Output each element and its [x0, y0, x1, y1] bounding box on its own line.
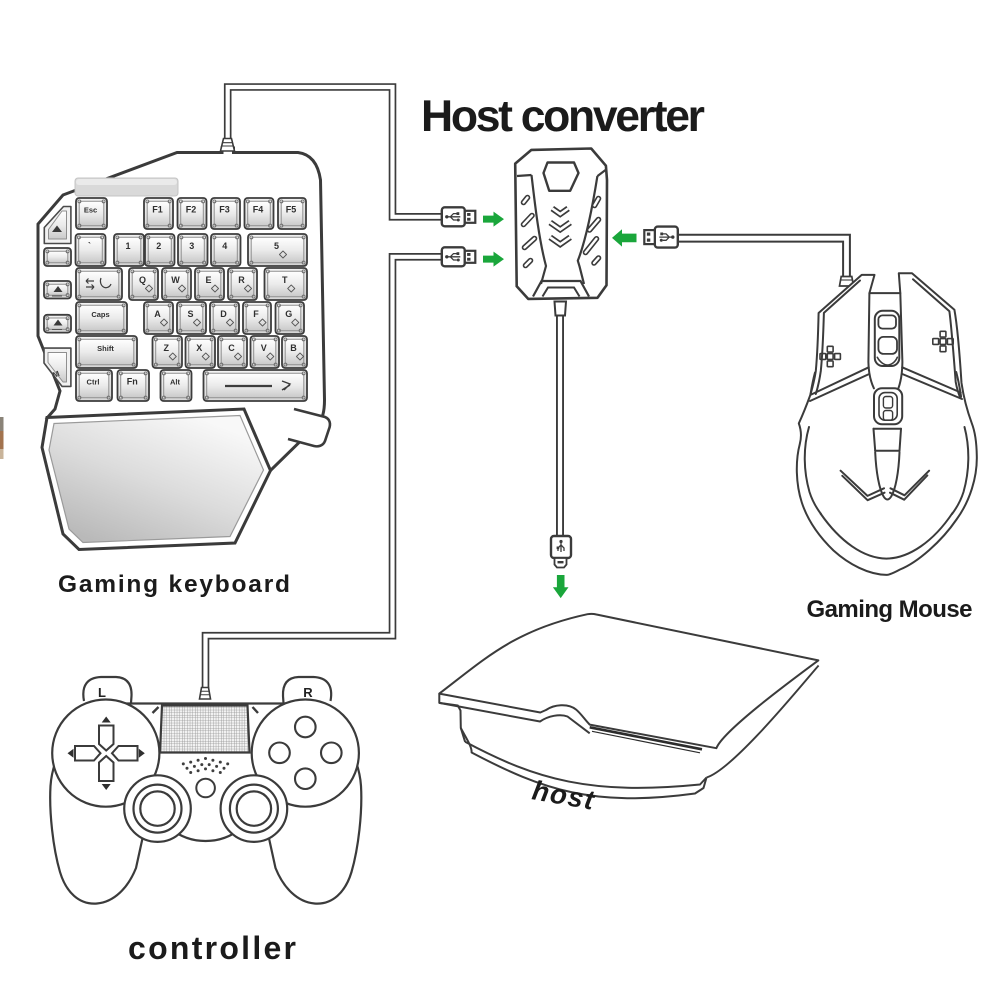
- svg-text:Fn: Fn: [127, 377, 138, 387]
- svg-text:controller: controller: [128, 930, 296, 966]
- svg-text:X: X: [196, 343, 202, 353]
- svg-text:Ctrl: Ctrl: [87, 378, 100, 387]
- svg-text:2: 2: [156, 241, 161, 251]
- svg-text:5: 5: [274, 241, 279, 251]
- svg-text:F4: F4: [253, 205, 264, 215]
- svg-text:Z: Z: [164, 343, 170, 353]
- svg-text:Shift: Shift: [97, 344, 114, 353]
- svg-text:M: M: [51, 369, 61, 380]
- svg-text:4: 4: [222, 241, 227, 251]
- svg-text:Host converter: Host converter: [421, 92, 705, 141]
- svg-text:G: G: [285, 309, 292, 319]
- svg-text:Esc: Esc: [84, 206, 97, 215]
- svg-text:E: E: [205, 275, 211, 285]
- svg-text:F5: F5: [286, 205, 297, 215]
- svg-text:C: C: [228, 343, 235, 353]
- svg-text:B: B: [290, 343, 297, 353]
- svg-text:R: R: [238, 275, 245, 285]
- svg-text:Q: Q: [139, 275, 146, 285]
- svg-text:Alt: Alt: [170, 378, 181, 387]
- svg-text:1: 1: [125, 241, 130, 251]
- svg-text:`: `: [88, 241, 91, 251]
- svg-text:Gaming Mouse: Gaming Mouse: [807, 596, 973, 623]
- svg-text:F1: F1: [152, 205, 163, 215]
- svg-text:F: F: [253, 309, 259, 319]
- svg-text:F3: F3: [219, 205, 230, 215]
- svg-text:A: A: [154, 309, 161, 319]
- svg-text:F2: F2: [186, 205, 197, 215]
- svg-text:T: T: [282, 275, 288, 285]
- svg-text:W: W: [171, 275, 180, 285]
- svg-text:V: V: [261, 343, 267, 353]
- svg-text:S: S: [187, 309, 193, 319]
- svg-text:R: R: [303, 685, 313, 700]
- svg-text:Caps: Caps: [91, 310, 109, 319]
- svg-text:3: 3: [189, 241, 194, 251]
- svg-text:Gaming keyboard: Gaming keyboard: [58, 571, 290, 598]
- svg-text:L: L: [98, 685, 106, 700]
- svg-text:D: D: [220, 309, 227, 319]
